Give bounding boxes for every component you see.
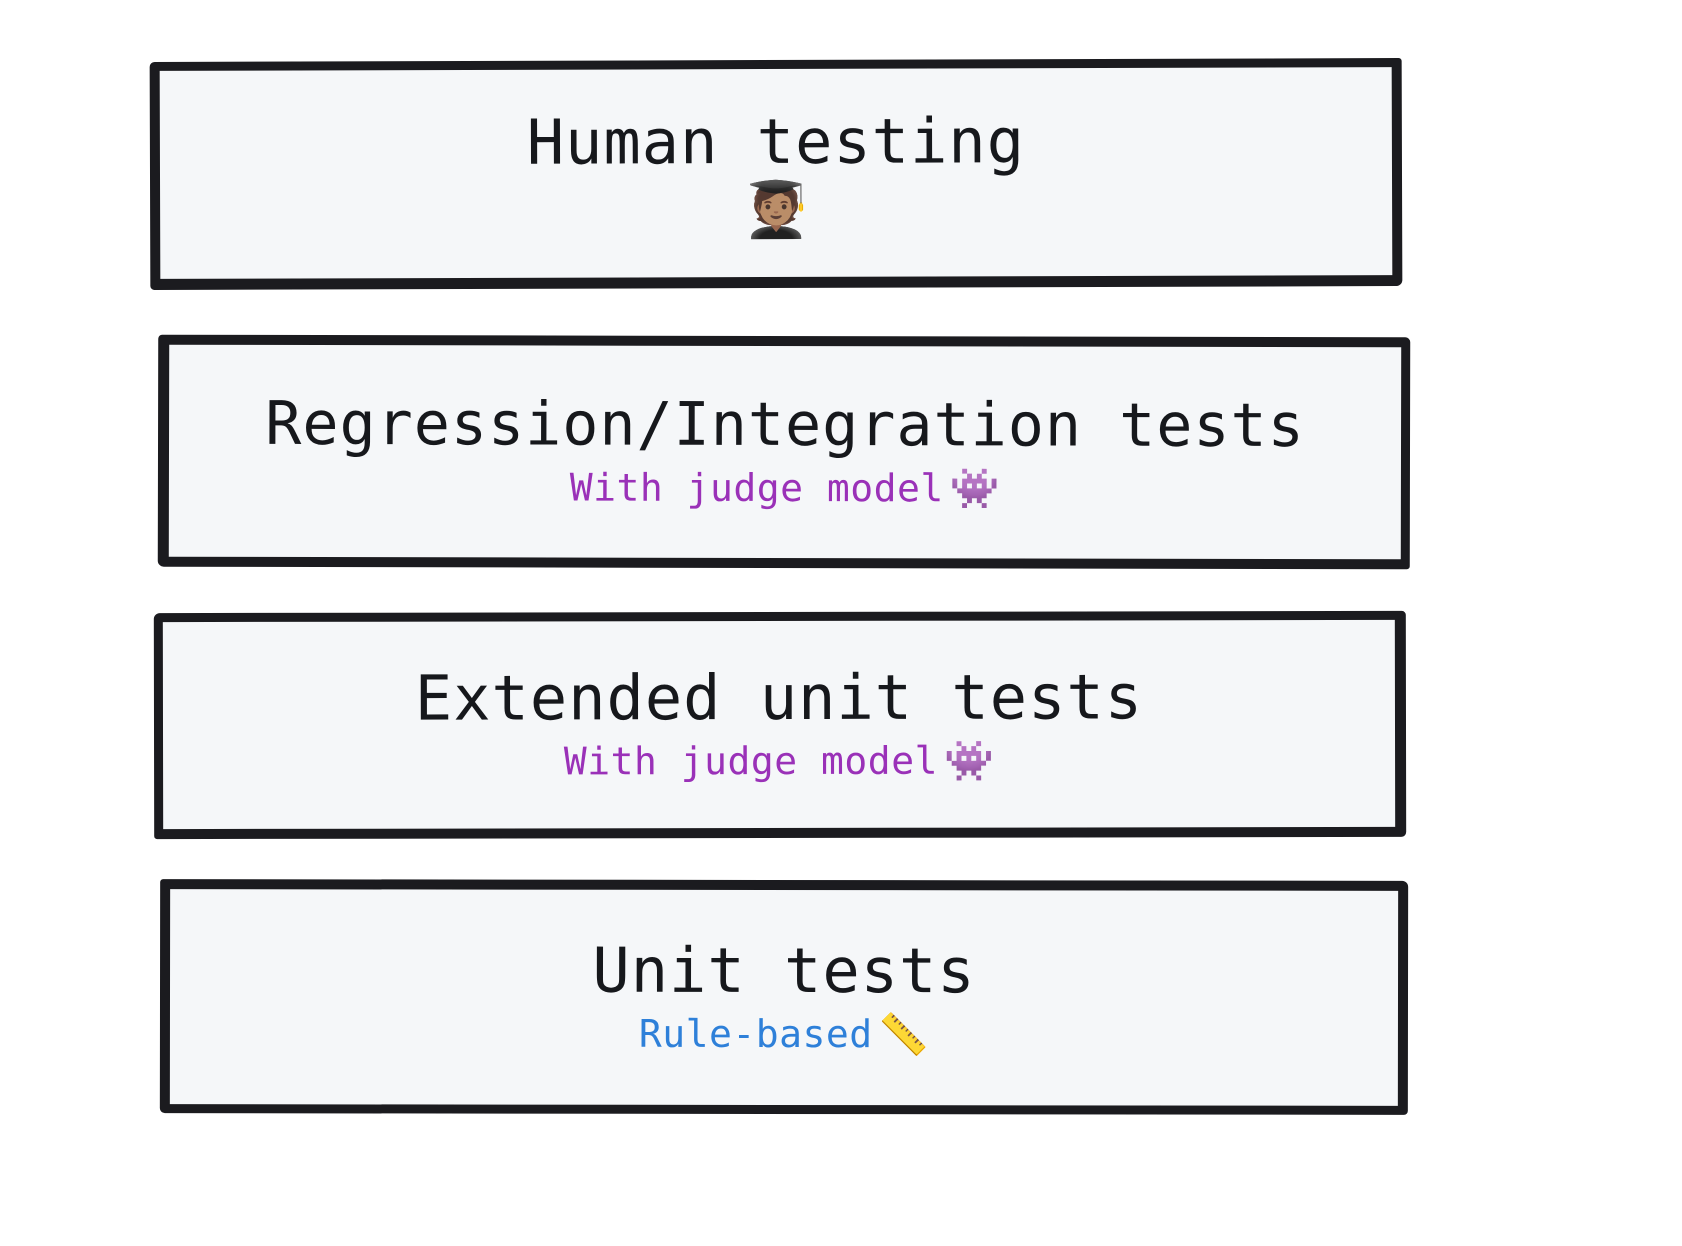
alien-monster-icon: 👾 xyxy=(943,738,995,785)
layer-regression-integration-tests[interactable]: Regression/Integration tests With judge … xyxy=(157,334,1411,570)
ruler-icon: 📏 xyxy=(878,1012,930,1059)
layer-subtitle-text: Rule-based xyxy=(638,1012,873,1057)
alien-monster-icon: 👾 xyxy=(949,465,1001,512)
layer-unit-tests[interactable]: Unit tests Rule-based 📏 xyxy=(159,879,1409,1115)
layer-title: Regression/Integration tests xyxy=(265,388,1305,461)
student-icon: 🧑🏽‍🎓 xyxy=(742,177,810,241)
layer-human-testing[interactable]: Human testing 🧑🏽‍🎓 xyxy=(149,58,1403,290)
layer-subtitle-text: With judge model xyxy=(563,738,938,784)
layer-subtitle: With judge model 👾 xyxy=(569,465,1001,512)
layer-extended-unit-tests[interactable]: Extended unit tests With judge model 👾 xyxy=(153,610,1407,840)
layer-subtitle: With judge model 👾 xyxy=(563,738,995,785)
layer-subtitle: Rule-based 📏 xyxy=(638,1012,930,1059)
layer-title: Extended unit tests xyxy=(414,660,1144,735)
layer-title: Unit tests xyxy=(592,933,976,1008)
layer-title: Human testing xyxy=(526,104,1026,180)
layer-subtitle-text: With judge model xyxy=(569,465,944,510)
